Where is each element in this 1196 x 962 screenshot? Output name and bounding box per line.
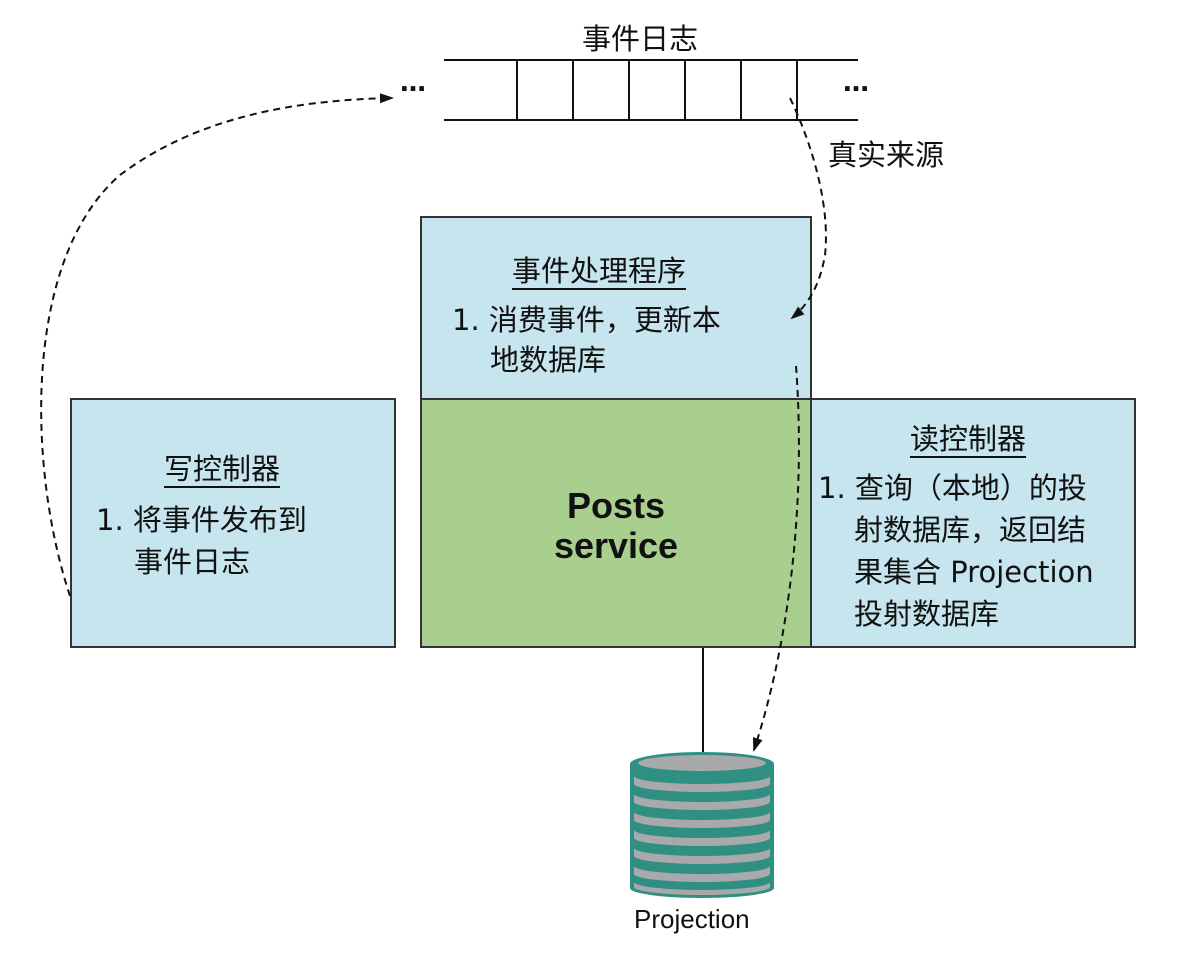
event-handler-step-1: 1. 消费事件，更新本 <box>452 303 721 337</box>
event-handler-box: 事件处理程序 1. 消费事件，更新本 地数据库 <box>420 216 812 402</box>
read-controller-step-1-cont-b: 果集合 Projection <box>854 555 1094 589</box>
posts-service-line-1: Posts <box>566 485 666 526</box>
write-controller-title: 写控制器 <box>164 452 281 486</box>
write-controller-step-1: 1. 将事件发布到 <box>96 503 307 537</box>
projection-database-icon <box>630 752 774 898</box>
event-handler-step-1-cont: 地数据库 <box>490 343 607 377</box>
update-db-arrow <box>752 365 800 752</box>
event-log-ellipsis-right: … <box>843 68 872 98</box>
posts-service-line-2: service <box>553 525 679 566</box>
read-controller-step-1-cont-a: 射数据库，返回结 <box>854 513 1087 547</box>
read-controller-title: 读控制器 <box>910 422 1027 456</box>
projection-db-label: Projection <box>634 904 750 934</box>
event-log-ellipsis-left: … <box>400 68 429 98</box>
publish-event-arrow <box>40 93 394 597</box>
event-handler-title: 事件处理程序 <box>512 254 687 288</box>
write-controller-box: 写控制器 1. 将事件发布到 事件日志 <box>70 398 396 648</box>
event-log-title: 事件日志 <box>582 22 699 56</box>
source-of-truth-label: 真实来源 <box>828 138 945 172</box>
write-controller-step-1-cont: 事件日志 <box>134 545 251 579</box>
consume-event-arrow <box>789 97 827 320</box>
read-controller-step-1: 1. 查询（本地）的投 <box>818 471 1087 505</box>
read-controller-box: 读控制器 1. 查询（本地）的投 射数据库，返回结 果集合 Projection… <box>810 398 1136 648</box>
event-log-cells <box>516 60 798 120</box>
read-controller-step-1-cont-c: 投射数据库 <box>854 597 1000 631</box>
